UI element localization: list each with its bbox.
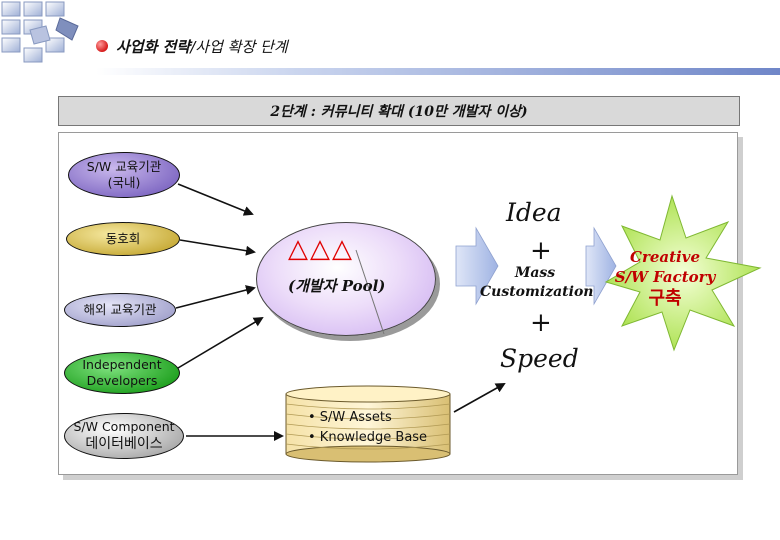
database-item-assets: • S/W Assets [308, 410, 392, 425]
pool-label: (개발자 Pool) [288, 277, 386, 295]
source-component-db: S/W Component 데이터베이스 [64, 413, 184, 459]
source-edu-abroad: 해외 교육기관 [64, 293, 176, 327]
source-independent-line1: Independent [82, 356, 162, 372]
value-speed: Speed [500, 344, 579, 373]
source-edu-abroad-label: 해외 교육기관 [83, 301, 157, 317]
database-cylinder-icon [285, 385, 451, 463]
source-club: 동호회 [66, 222, 180, 256]
block-arrow-pool-to-value [455, 226, 499, 306]
result-line3: 구축 [648, 288, 682, 309]
source-independent: Independent Developers [64, 352, 180, 394]
result-line1: Creative [630, 248, 700, 266]
source-component-db-line1: S/W Component [73, 418, 175, 434]
header-bullet-icon [96, 40, 108, 52]
value-plus-2: + [530, 308, 552, 338]
developer-pool [256, 222, 436, 336]
database-label: • S/W Assets • Knowledge Base [308, 408, 427, 447]
value-idea: Idea [506, 198, 562, 227]
source-edu-domestic: S/W 교육기관 (국내) [68, 152, 180, 198]
logo-grid-icon [1, 1, 79, 63]
arrow-edu-domestic [177, 183, 254, 216]
source-independent-line2: Developers [86, 373, 158, 388]
page-title-strong: 사업화 전략 [116, 38, 191, 56]
page-title: 사업화 전략/사업 확장 단계 [116, 36, 288, 57]
value-mass-line2: Customization [480, 283, 594, 300]
source-edu-domestic-line1: S/W 교육기관 [86, 158, 162, 174]
database-item-knowledge: • Knowledge Base [308, 429, 428, 445]
value-plus-1: + [530, 236, 552, 266]
source-edu-domestic-line2: (국내) [107, 175, 141, 190]
arrow-independent [177, 316, 264, 369]
value-mass-line1: Mass [514, 265, 556, 281]
source-club-label: 동호회 [105, 230, 141, 246]
block-arrow-value-to-result [585, 226, 617, 306]
value-mass-customization: Mass Customization [480, 264, 594, 302]
stage-title: 2단계 : 커뮤니티 확대 (10만 개발자 이상) [58, 96, 740, 126]
arrow-edu-abroad [175, 285, 256, 309]
page-title-rest: /사업 확장 단계 [190, 38, 288, 56]
arrow-club [179, 239, 256, 256]
result-line2: S/W Factory [614, 267, 716, 286]
result-label: Creative S/W Factory 구축 [610, 248, 720, 310]
source-component-db-line2: 데이터베이스 [85, 436, 163, 453]
arrow-db-to-speed [453, 383, 506, 413]
pool-triangle-icons: △△△ [288, 234, 354, 264]
result-starburst [604, 194, 762, 352]
header-divider [96, 68, 780, 75]
